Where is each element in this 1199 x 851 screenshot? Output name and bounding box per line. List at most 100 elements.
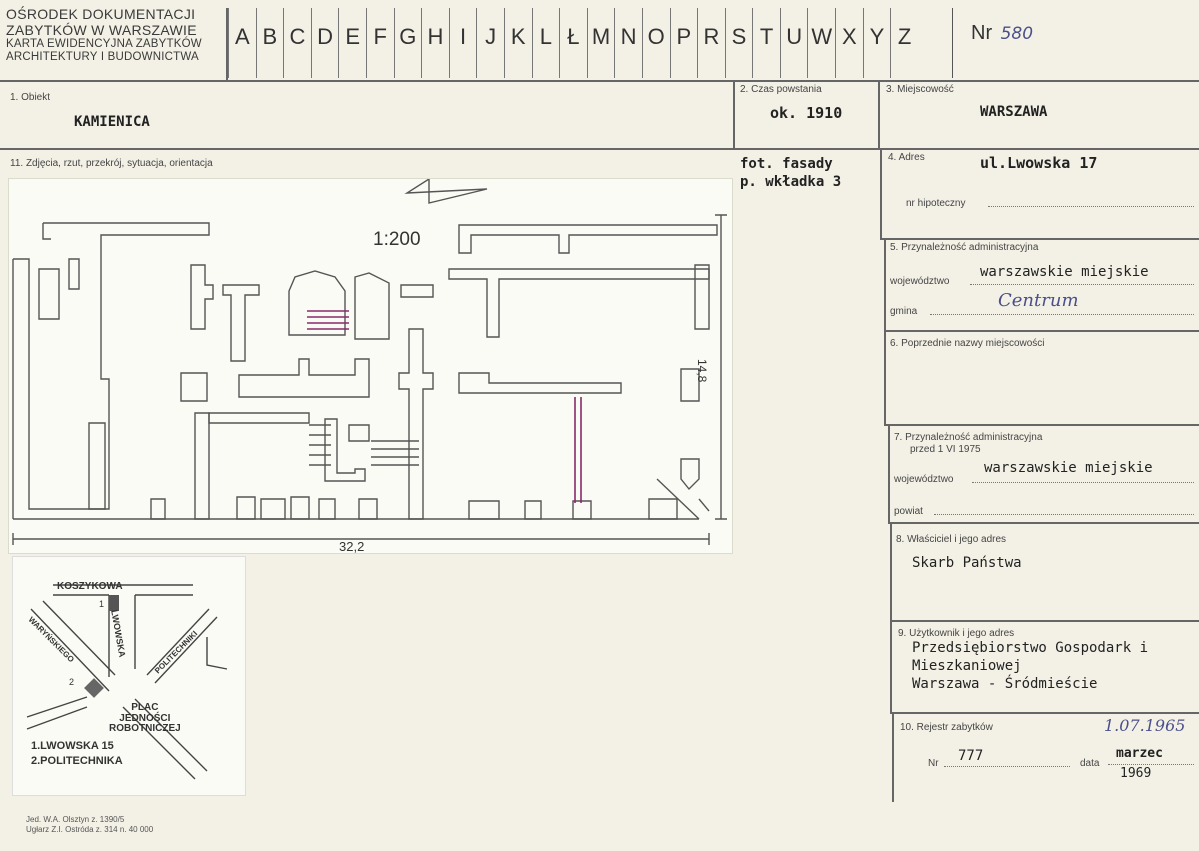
alphabet-letter: Y [862, 8, 891, 78]
col-divider-9 [892, 712, 894, 802]
row-user-divider [890, 712, 1199, 714]
rejestr-year: 1969 [1120, 766, 1152, 781]
rejestr-nr-value: 777 [958, 748, 984, 764]
alphabet-letter: O [641, 8, 670, 78]
header-vdivider [226, 8, 228, 80]
foto-line-2: p. wkładka 3 [740, 174, 842, 190]
row1-divider [0, 148, 733, 150]
obiekt-label: 1. Obiekt [10, 92, 51, 103]
north-arrow-icon [404, 177, 488, 204]
institution-line-4: ARCHITEKTURY I BUDOWNICTWA [6, 51, 199, 64]
alphabet-letter: C [283, 8, 311, 78]
admin-gmina-label: gmina [890, 306, 918, 317]
admin75-sublabel: przed 1 VI 1975 [910, 444, 981, 455]
admin-woj-line [970, 284, 1194, 285]
poprzednie-label: 6. Poprzednie nazwy miejscowości [890, 338, 1045, 349]
hipoteczny-line [988, 206, 1194, 207]
card-number-label: Nr [971, 22, 993, 44]
plan-scale: 1:200 [373, 229, 421, 250]
owner-label: 8. Właściciel i jego adres [896, 534, 1007, 545]
square-line-3: ROBOTNICZEJ [109, 723, 181, 734]
alphabet-letter: Ł [559, 8, 587, 78]
czas-value: ok. 1910 [770, 104, 843, 122]
situation-map: KOSZYKOWA LWOWSKA WARYŃSKIEGO POLITECHNI… [12, 556, 246, 796]
col-divider-1 [733, 80, 735, 148]
user-line-3: Warszawa - Śródmieście [912, 676, 1098, 692]
floor-plan: 1:200 32,2 14,8 [8, 177, 733, 554]
admin75-powiat-line [934, 514, 1194, 515]
alphabet-letter: T [752, 8, 780, 78]
col-divider-5 [884, 330, 886, 426]
staircase-marking [307, 310, 582, 503]
hipoteczny-label: nr hipoteczny [906, 198, 966, 209]
alphabet-letter: A [228, 8, 256, 78]
square-line-1: PLAC [131, 702, 159, 713]
admin-woj-value: warszawskie miejskie [980, 264, 1149, 280]
admin75-woj-line [972, 482, 1194, 483]
alphabet-letter: E [338, 8, 366, 78]
alphabet-letter: D [310, 8, 339, 78]
situation-map-drawing [26, 584, 228, 780]
alphabet-letter: Z [890, 8, 918, 78]
street-koszykowa: KOSZYKOWA [57, 581, 123, 592]
card-number: Nr 580 [952, 8, 1197, 78]
institution-line-2: ZABYTKÓW W WARSZAWIE [6, 22, 197, 39]
admin-label: 5. Przynależność administracyjna [890, 242, 1039, 253]
obiekt-value: KAMIENICA [74, 114, 150, 130]
adres-value: ul.Lwowska 17 [980, 154, 1098, 172]
admin-gmina-line [930, 314, 1194, 315]
print-info-line-2: Ugłarz Z.I. Ostróda z. 314 n. 40 000 [26, 824, 154, 834]
foto-line-1: fot. fasady [740, 156, 833, 172]
miejscowosc-label: 3. Miejscowość [886, 84, 954, 95]
col-divider-2 [878, 80, 880, 148]
map-legend: 1.LWOWSKA 15 2.POLITECHNIKA [31, 739, 123, 770]
alphabet-letter: N [614, 8, 642, 78]
plan-depth-dim: 14,8 [695, 359, 709, 383]
col-divider-6 [888, 424, 890, 524]
admin75-woj-value: warszawskie miejskie [984, 460, 1153, 476]
rejestr-hand-date: 1.07.1965 [1104, 716, 1186, 735]
alphabet-letter: R [697, 8, 725, 78]
zdjecia-label: 11. Zdjęcia, rzut, przekrój, sytuacja, o… [10, 158, 213, 169]
plan-width-dim: 32,2 [339, 539, 365, 554]
print-info: Jed. W.A. Olsztyn z. 1390/5 Ugłarz Z.I. … [26, 815, 153, 834]
marker-2-label: 2 [69, 677, 75, 687]
institution-header: OŚRODEK DOKUMENTACJI ZABYTKÓW W WARSZAWI… [6, 6, 226, 65]
admin-gmina-value: Centrum [998, 290, 1079, 311]
rejestr-label: 10. Rejestr zabytków [900, 722, 993, 733]
row1-right-divider [733, 148, 1199, 150]
marker-1-building [109, 595, 119, 611]
admin75-label: 7. Przynależność administracyjna [894, 432, 1043, 443]
legend-2: 2.POLITECHNIKA [31, 755, 123, 768]
floor-plan-drawing [12, 177, 727, 545]
row-admin75-divider [888, 522, 1199, 524]
rejestr-nr-line [944, 766, 1070, 767]
admin-woj-label: województwo [890, 276, 950, 287]
alphabet-letter: B [255, 8, 284, 78]
rejestr-data-line [1108, 764, 1194, 765]
institution-line-3: KARTA EWIDENCYJNA ZABYTKÓW [6, 38, 202, 51]
row-prev-divider [884, 424, 1199, 426]
print-info-line-1: Jed. W.A. Olsztyn z. 1390/5 [26, 815, 125, 824]
row-adres-divider [880, 238, 1199, 240]
alphabet-letter: H [421, 8, 449, 78]
rejestr-data-label: data [1080, 758, 1100, 769]
rejestr-nr-label: Nr [928, 758, 939, 769]
alphabet-letter: P [669, 8, 698, 78]
square-line-2: JEDNOŚCI [119, 712, 171, 724]
alphabet-letter: M [586, 8, 615, 78]
row-owner-divider [890, 620, 1199, 622]
marker-1-label: 1 [99, 599, 105, 609]
admin75-powiat-label: powiat [894, 506, 923, 517]
user-line-2: Mieszkaniowej [912, 658, 1022, 674]
miejscowosc-value: WARSZAWA [980, 104, 1048, 120]
alphabet-letter: S [724, 8, 753, 78]
alphabet-letter: L [531, 8, 560, 78]
alphabet-letter: W [807, 8, 835, 78]
legend-1: 1.LWOWSKA 15 [31, 740, 114, 752]
alphabet-letter: U [779, 8, 808, 78]
alphabet-letter: J [476, 8, 504, 78]
col-divider-7 [890, 522, 892, 622]
